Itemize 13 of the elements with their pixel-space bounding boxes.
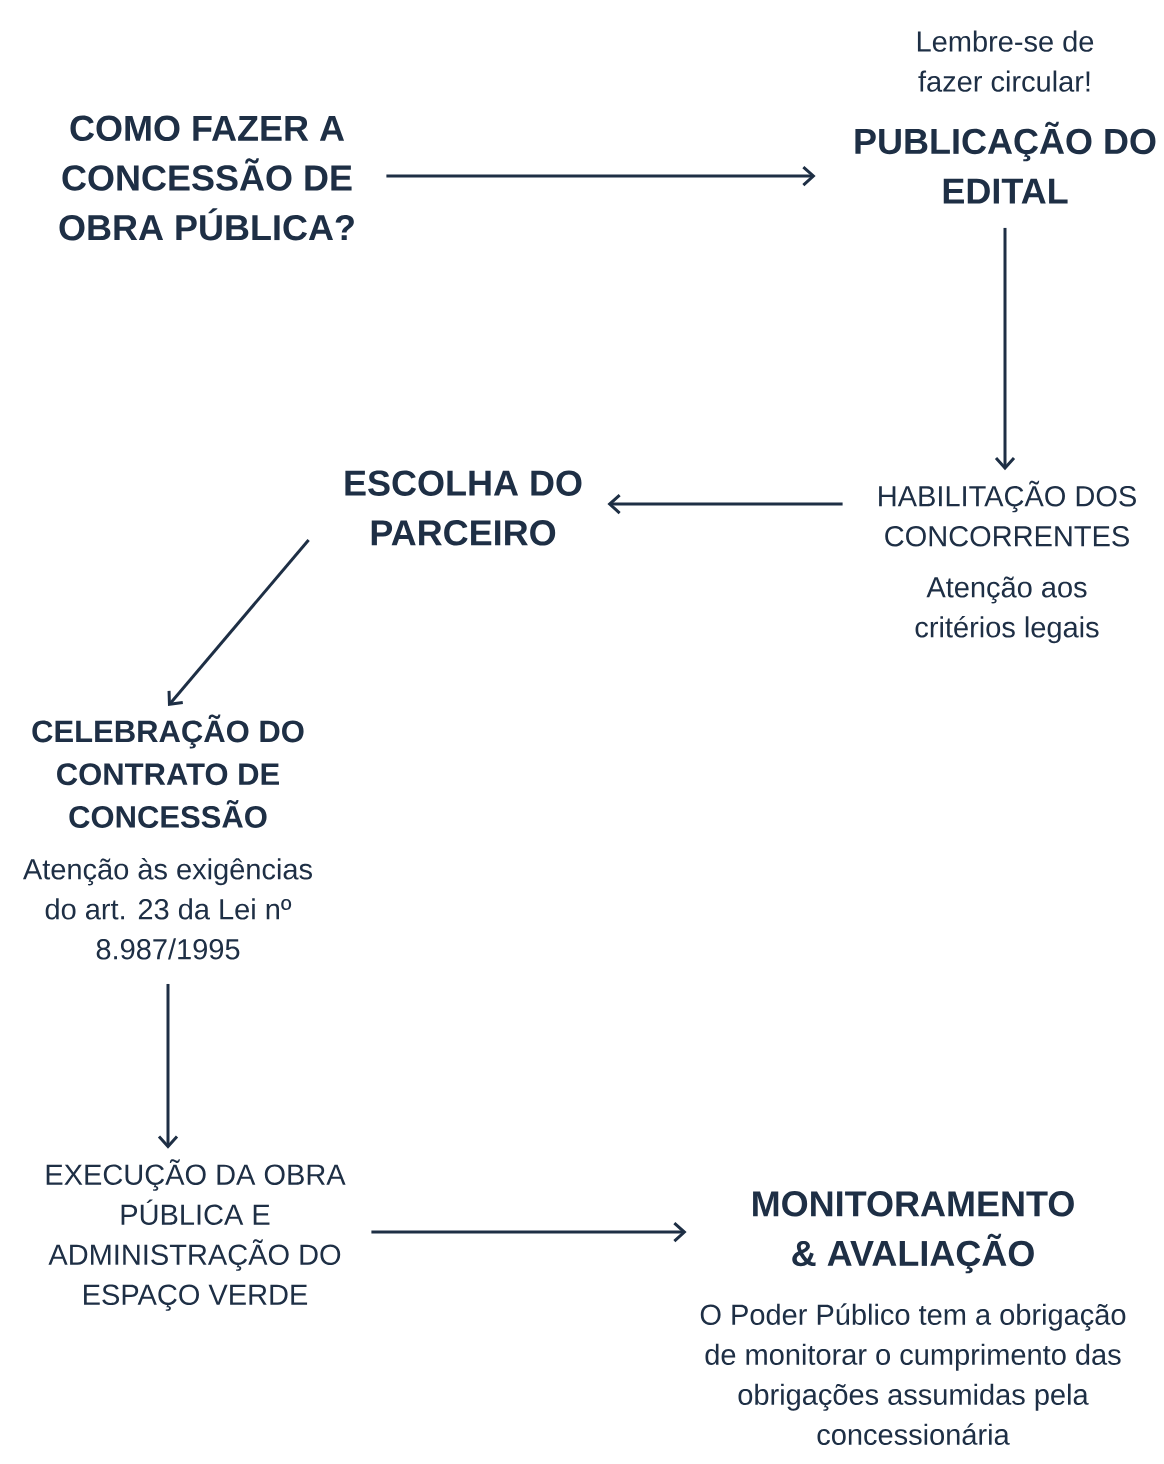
arrow — [167, 539, 310, 707]
step-text: COMO FAZER A CONCESSÃO DE OBRA PÚBLICA? — [59, 115, 354, 241]
arrow — [157, 983, 179, 1149]
step-text: MONITORAMENTO & AVALIAÇÃO O Poder Público tem a obrigação de monitorar o cumprimento das obrigações assumidas pela concessionária — [700, 1191, 1126, 1445]
step-text: CELEBRAÇÃO DO CONTRATO DE CONCESSÃO Atenção às exigências do art. 23 da Lei nº 8.987/1995 — [22, 714, 312, 960]
arrow — [371, 1221, 687, 1243]
arrow — [386, 165, 816, 187]
arrow — [994, 227, 1016, 471]
step-text: HABILITAÇÃO DOS CONCORRENTES Atenção aos critérios legais — [879, 480, 1136, 644]
arrow — [607, 493, 843, 515]
step-text: EXECUÇÃO DA OBRA PÚBLICA E ADMINISTRAÇÃO DO ESPAÇO VERDE — [46, 1159, 346, 1311]
step-text: Lembre-se de fazer circular! PUBLICAÇÃO DO EDITAL — [855, 30, 1156, 204]
step-text: ESCOLHA DO PARCEIRO — [345, 470, 582, 546]
